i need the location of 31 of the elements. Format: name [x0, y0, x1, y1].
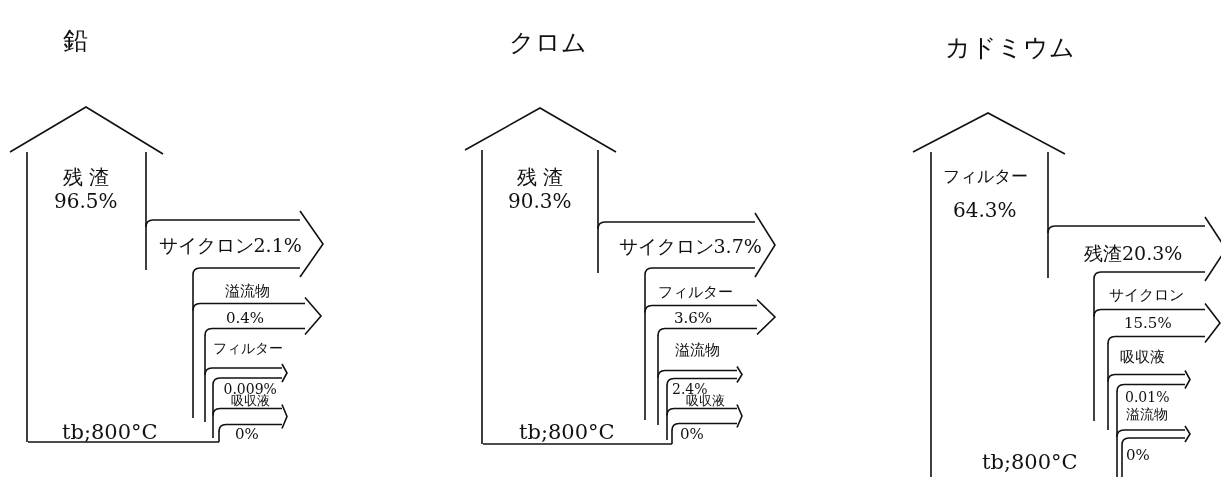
panel-title: 鉛	[62, 27, 88, 53]
flow-label: 残 渣	[63, 167, 110, 187]
temperature-label: tb;800°C	[62, 421, 158, 443]
flow-label: 吸収液	[685, 393, 725, 407]
flow-label: 溢流物	[674, 342, 720, 358]
flow-label: 吸収液	[1119, 349, 1165, 365]
percentage-label: 3.6%	[674, 310, 713, 326]
flow-label: 溢流物	[1126, 407, 1168, 421]
flow-label: 吸収液	[230, 393, 270, 407]
panel-title: クロム	[509, 29, 587, 55]
temperature-label: tb;800°C	[519, 421, 615, 443]
flow-label: フィルター	[213, 341, 283, 355]
flow-label: フィルター	[657, 284, 733, 300]
percentage-label: 0%	[680, 426, 704, 442]
flow-label: 残 渣	[517, 167, 564, 187]
flow-label: サイクロン	[1108, 287, 1184, 303]
percentage-label: 15.5%	[1124, 315, 1172, 331]
percentage-label: 0.4%	[226, 310, 265, 326]
flow-label: サイクロン3.7%	[618, 236, 762, 256]
percentage-label: 96.5%	[54, 191, 118, 211]
percentage-label: 0%	[235, 426, 259, 442]
flow-label: 残渣20.3%	[1084, 243, 1183, 263]
percentage-label: 64.3%	[953, 200, 1017, 220]
temperature-label: tb;800°C	[982, 451, 1078, 473]
flow-label: 溢流物	[224, 283, 270, 299]
panel-title: カドミウム	[945, 34, 1075, 60]
flow-label: サイクロン2.1%	[158, 235, 302, 255]
percentage-label: 0.01%	[1125, 390, 1170, 404]
percentage-label: 0%	[1126, 447, 1150, 463]
percentage-label: 90.3%	[508, 191, 572, 211]
flow-label: フィルター	[942, 167, 1028, 185]
